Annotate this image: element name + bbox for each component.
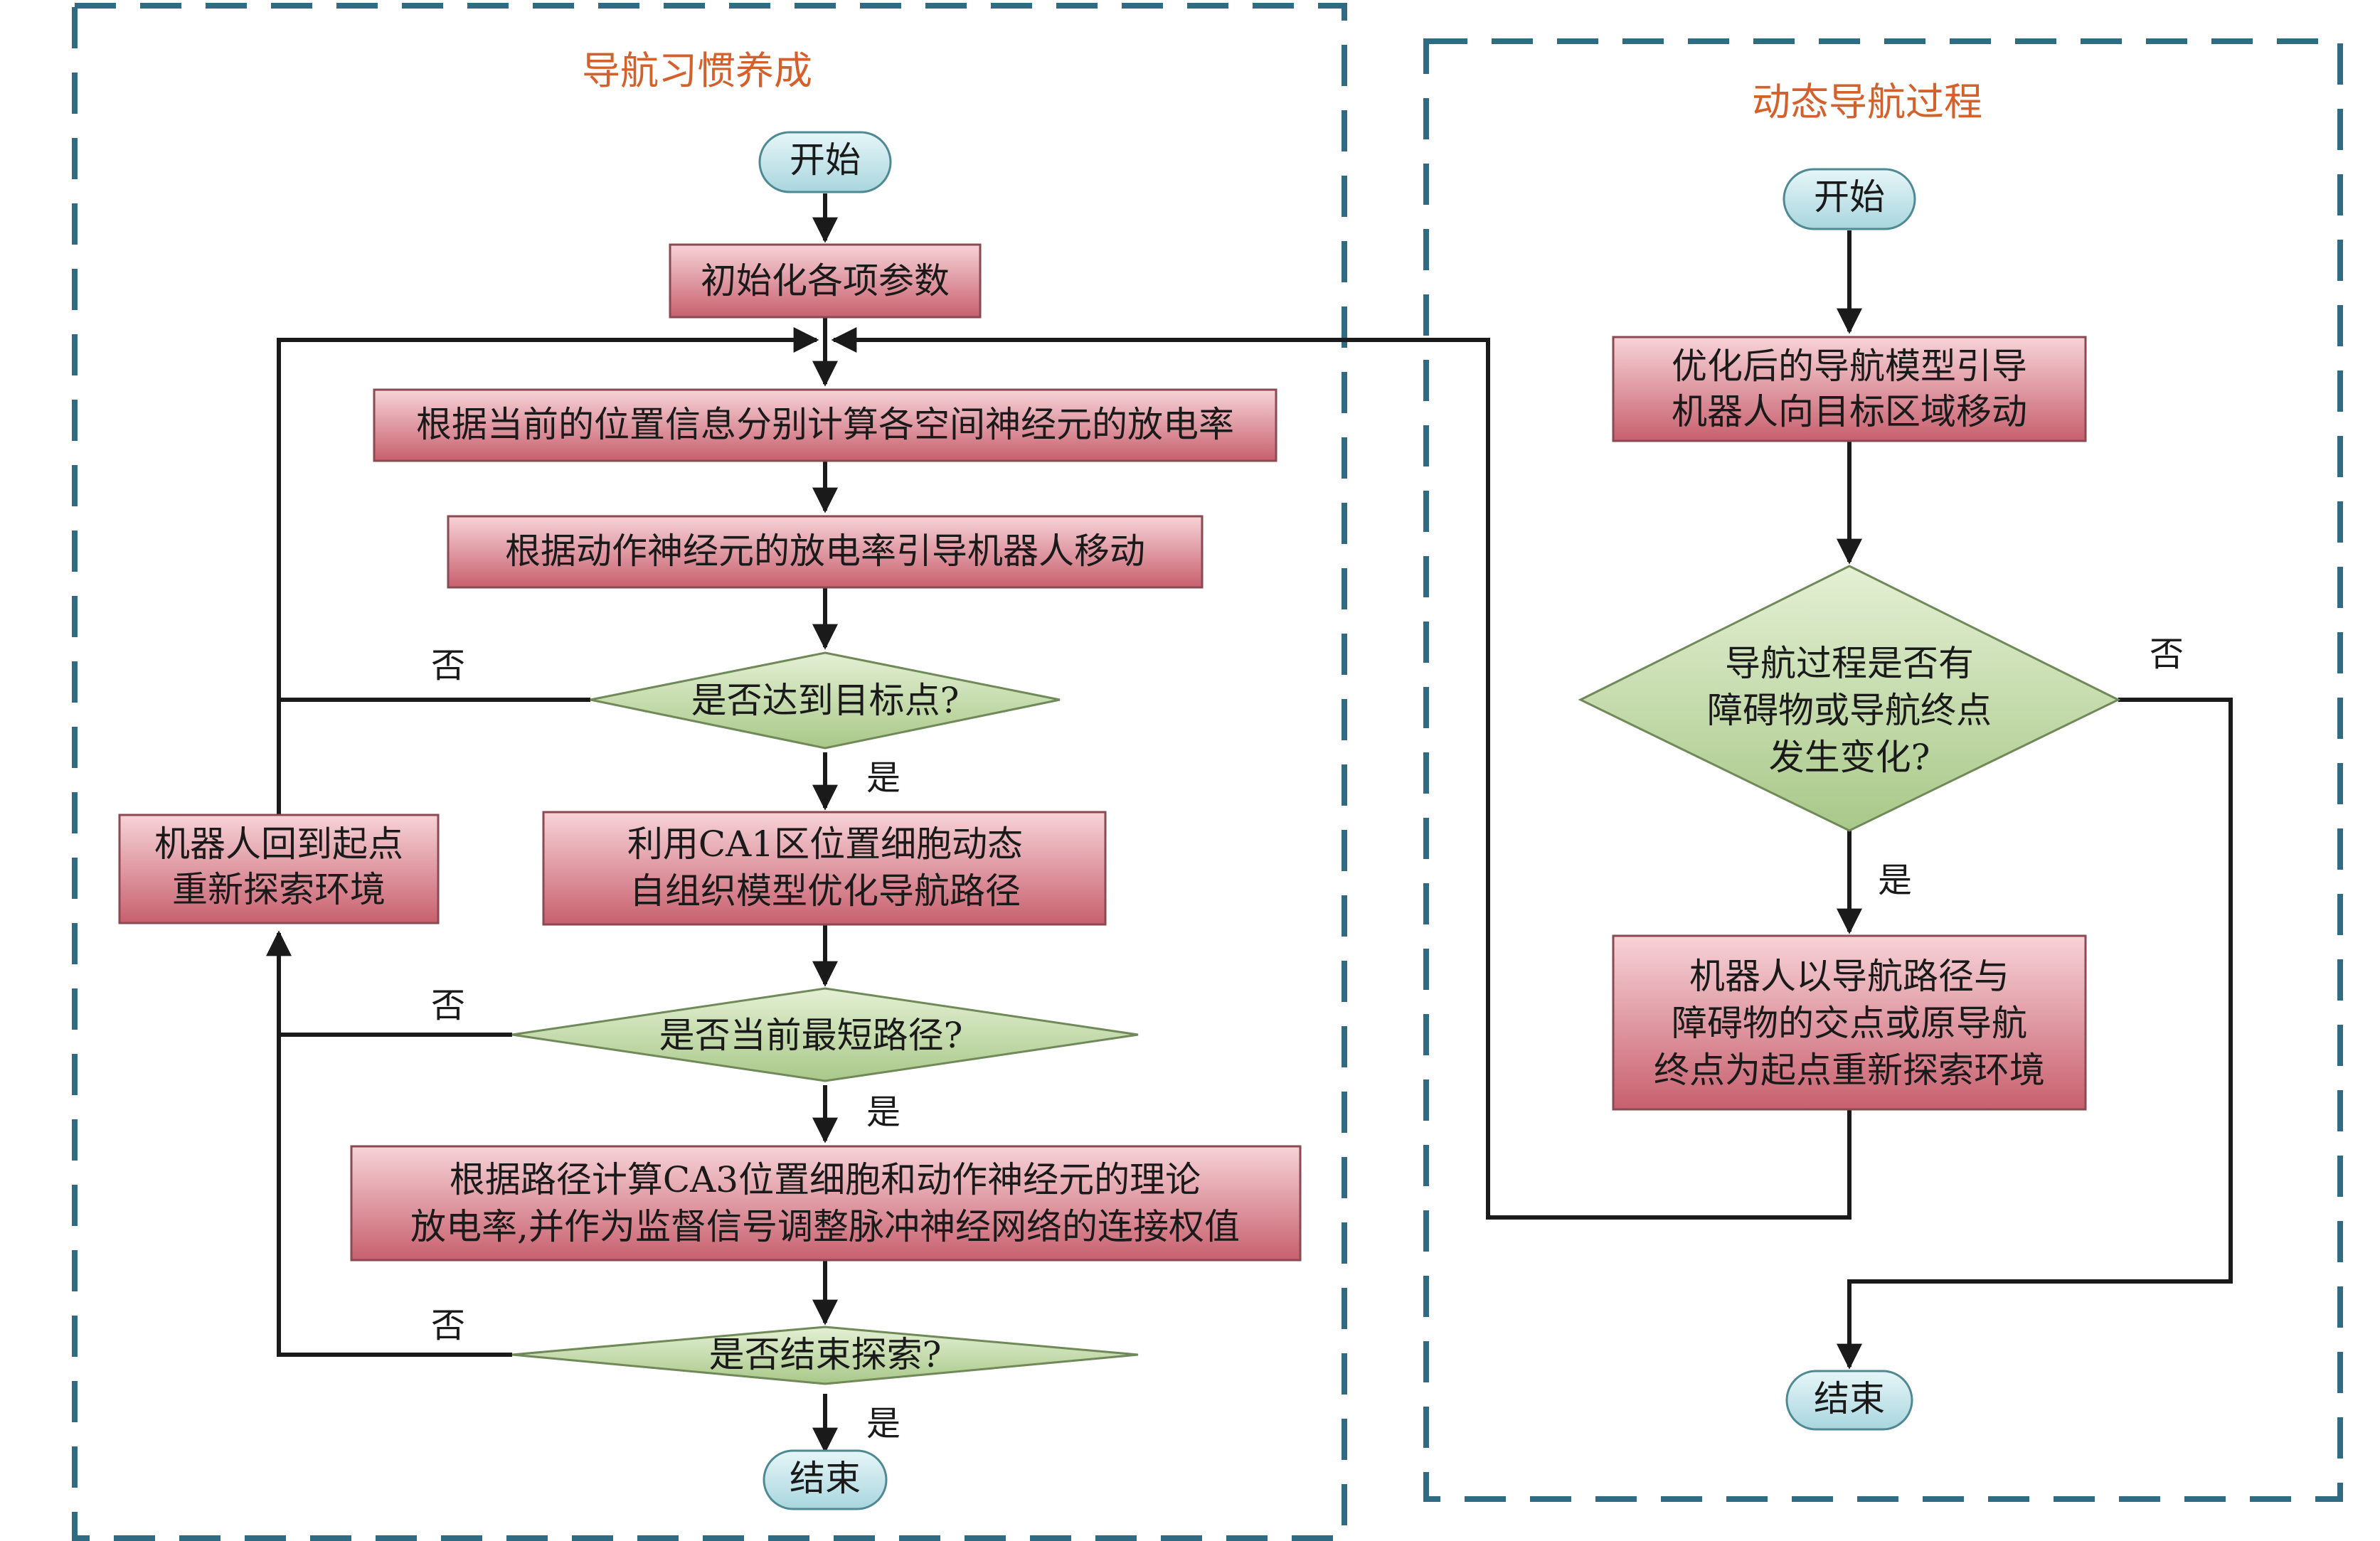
left-panel-frame: [72, 3, 1347, 1541]
left-yes-label-1: 是: [866, 758, 901, 798]
right-reexplore-line1: 机器人以导航路径与: [1689, 956, 2009, 997]
right-panel-title: 动态导航过程: [1752, 80, 1982, 124]
loop-end-explore-no: [277, 1035, 512, 1357]
right-start-label: 开始: [1814, 176, 1885, 218]
right-reexplore-box: 机器人以导航路径与 障碍物的交点或原导航 终点为起点重新探索环境: [1612, 934, 2087, 1111]
guide-move-box: 根据动作神经元的放电率引导机器人移动: [447, 515, 1204, 589]
right-start-terminal: 开始: [1783, 168, 1916, 230]
ca3-rate-box: 根据路径计算CA3位置细胞和动作神经元的理论 放电率,并作为监督信号调整脉冲神经…: [350, 1145, 1302, 1262]
return-line1: 机器人回到起点: [154, 823, 403, 865]
init-params-label: 初始化各项参数: [701, 260, 950, 302]
left-connectors: [266, 193, 1852, 1454]
right-guide-line1: 优化后的导航模型引导: [1672, 346, 2027, 387]
right-panel-frame: [1423, 38, 2343, 1502]
left-start-label: 开始: [790, 139, 861, 181]
right-no-label: 否: [2150, 634, 2184, 674]
left-yes-label-3: 是: [866, 1404, 901, 1444]
left-panel-title: 导航习惯养成: [582, 48, 812, 93]
right-end-label: 结束: [1814, 1378, 1885, 1419]
shortest-path-label: 是否当前最短路径?: [659, 1015, 963, 1056]
right-yes-label: 是: [1878, 860, 1912, 900]
left-yes-label-2: 是: [866, 1092, 901, 1132]
right-guide-box: 优化后的导航模型引导 机器人向目标区域移动: [1612, 336, 2087, 442]
shortest-path-decision: 是否当前最短路径?: [511, 987, 1139, 1082]
arrow-right-decision-no: [1837, 698, 2233, 1370]
end-explore-label: 是否结束探索?: [709, 1334, 942, 1375]
reached-target-decision: 是否达到目标点?: [590, 651, 1061, 750]
ca3-line2: 放电率,并作为监督信号调整脉冲神经网络的连接权值: [410, 1206, 1240, 1247]
right-change-line2: 障碍物或导航终点: [1707, 690, 1992, 731]
init-params-box: 初始化各项参数: [669, 243, 982, 319]
left-end-terminal: 结束: [763, 1449, 888, 1510]
end-explore-decision: 是否结束探索?: [511, 1326, 1139, 1385]
right-change-line1: 导航过程是否有: [1725, 643, 1974, 684]
right-end-terminal: 结束: [1785, 1370, 1913, 1431]
right-change-decision: 导航过程是否有 障碍物或导航终点 发生变化?: [1578, 565, 2121, 832]
return-start-box: 机器人回到起点 重新探索环境: [118, 814, 440, 924]
ca3-line1: 根据路径计算CA3位置细胞和动作神经元的理论: [450, 1159, 1201, 1200]
left-start-terminal: 开始: [758, 131, 892, 193]
guide-move-label: 根据动作神经元的放电率引导机器人移动: [505, 530, 1145, 572]
left-no-label-3: 否: [431, 1306, 465, 1345]
right-guide-line2: 机器人向目标区域移动: [1672, 391, 2027, 432]
ca1-optimize-box: 利用CA1区位置细胞动态 自组织模型优化导航路径: [542, 811, 1107, 926]
ca1-line1: 利用CA1区位置细胞动态: [627, 823, 1023, 865]
right-connectors: [1837, 230, 2233, 1370]
compute-rate-label: 根据当前的位置信息分别计算各空间神经元的放电率: [416, 404, 1234, 445]
right-reexplore-line3: 终点为起点重新探索环境: [1654, 1050, 2045, 1091]
right-reexplore-line2: 障碍物的交点或原导航: [1672, 1003, 2027, 1044]
left-no-label-1: 否: [431, 646, 465, 686]
reached-target-label: 是否达到目标点?: [691, 680, 960, 721]
loop-shortest-no: [266, 930, 512, 1037]
right-change-line3: 发生变化?: [1769, 737, 1930, 778]
ca1-line2: 自组织模型优化导航路径: [629, 870, 1021, 912]
compute-rate-box: 根据当前的位置信息分别计算各空间神经元的放电率: [373, 388, 1277, 462]
left-no-label-2: 否: [431, 986, 465, 1025]
loop-right-to-left: [831, 327, 1852, 1220]
return-line2: 重新探索环境: [172, 869, 386, 910]
left-end-label: 结束: [790, 1458, 861, 1499]
loop-reached-no: [277, 327, 819, 702]
